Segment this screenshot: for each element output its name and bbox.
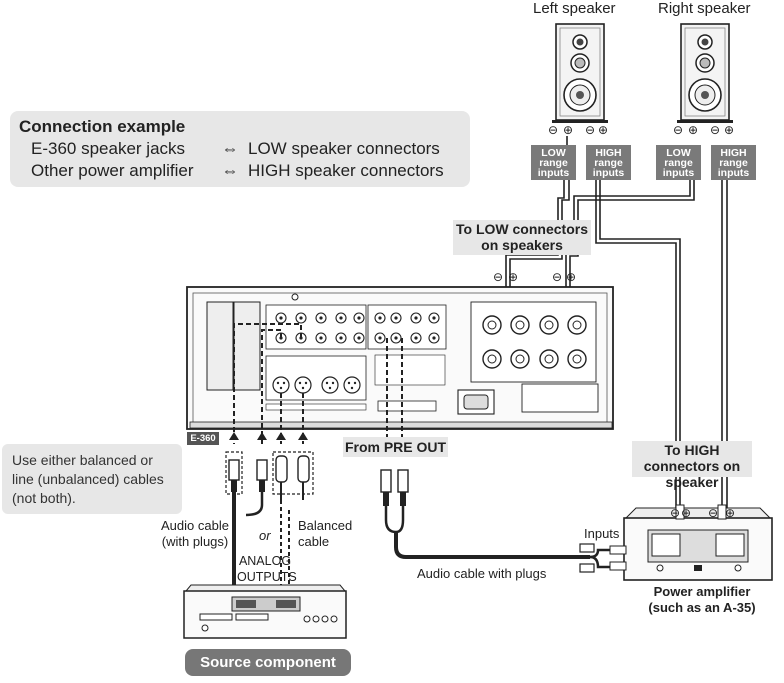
- low-range-tag-right: LOW range inputs: [656, 145, 701, 180]
- from-pre-out-note: From PRE OUT: [343, 437, 448, 457]
- source-component-device: [183, 584, 347, 639]
- right-speaker: [677, 23, 733, 123]
- minus-icon: ⊖: [708, 506, 719, 520]
- cable-choice-note: Use either balanced or line (unbalanced)…: [12, 452, 164, 506]
- audio-cable-label: Audio cable (with plugs): [161, 518, 229, 549]
- left-speaker: [552, 23, 608, 123]
- high-range-tag-right: HIGH range inputs: [711, 145, 756, 180]
- connection-row-left: Other power amplifier: [31, 161, 194, 180]
- connection-example-box: [10, 111, 470, 187]
- cable-choice-note-box: [2, 444, 182, 514]
- audio-cable-with-plugs-label: Audio cable with plugs: [417, 566, 547, 581]
- power-amplifier-label: Power amplifier (such as an A-35): [648, 584, 756, 615]
- minus-icon: ⊖: [585, 123, 596, 137]
- connection-example-title: Connection example: [19, 117, 186, 136]
- minus-icon: ⊖: [673, 123, 684, 137]
- minus-icon: ⊖: [548, 123, 559, 137]
- plus-icon: ⊕: [688, 123, 699, 137]
- source-component-label: Source component: [185, 649, 351, 676]
- connection-row-right: HIGH speaker connectors: [248, 161, 444, 180]
- connection-row-e360: E-360 speaker jacks ⇔ LOW speaker connecto…: [31, 139, 440, 159]
- or-label: or: [259, 528, 271, 543]
- e360-label: E-360: [187, 432, 219, 445]
- preout-plugs: [380, 469, 610, 573]
- plus-icon: ⊕: [598, 123, 609, 137]
- rca-cable: [225, 451, 268, 600]
- minus-icon: ⊖: [670, 506, 681, 520]
- plus-icon: ⊕: [724, 123, 735, 137]
- plus-icon: ⊕: [725, 506, 736, 520]
- xlr-cable: [272, 451, 314, 595]
- double-arrow-icon: ⇔: [221, 139, 239, 158]
- plus-icon: ⊕: [681, 506, 692, 520]
- minus-icon: ⊖: [552, 270, 563, 284]
- plus-icon: ⊕: [508, 270, 519, 284]
- connection-row-other-amp: Other power amplifier ⇔ HIGH speaker conne…: [31, 161, 444, 181]
- left-speaker-label: Left speaker: [533, 0, 616, 17]
- high-range-tag-left: HIGH range inputs: [586, 145, 631, 180]
- plus-icon: ⊕: [563, 123, 574, 137]
- to-high-connectors-note: To HIGH connectors on speaker: [632, 441, 752, 490]
- preout-dashes: [386, 338, 403, 455]
- e360-rear-panel: [186, 286, 614, 430]
- power-amplifier-device: [609, 504, 773, 581]
- plus-icon: ⊕: [566, 270, 577, 284]
- minus-icon: ⊖: [710, 123, 721, 137]
- dash-arrows: [229, 432, 308, 440]
- minus-icon: ⊖: [493, 270, 504, 284]
- to-low-connectors-note: To LOW connectors on speakers: [453, 220, 591, 255]
- low-range-tag-left: LOW range inputs: [531, 145, 576, 180]
- right-speaker-label: Right speaker: [658, 0, 751, 17]
- balanced-cable-label: Balanced cable: [298, 518, 353, 549]
- double-arrow-icon: ⇔: [221, 161, 239, 180]
- connection-row-right: LOW speaker connectors: [248, 139, 440, 158]
- analog-outputs-label: ANALOG OUTPUTS: [237, 554, 297, 584]
- connection-row-left: E-360 speaker jacks: [31, 139, 186, 158]
- inputs-label: Inputs: [584, 526, 620, 541]
